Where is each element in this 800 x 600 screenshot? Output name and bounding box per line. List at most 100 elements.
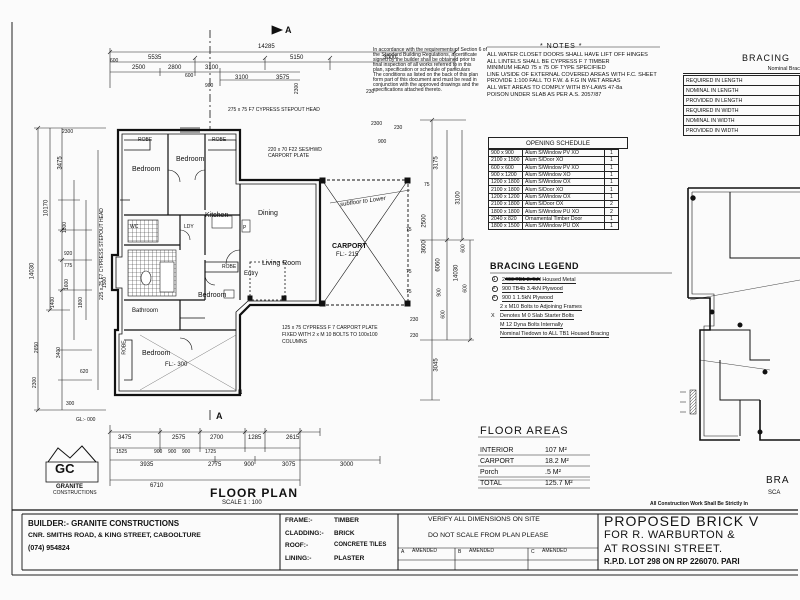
- carport-floor-level: FL:- 215: [336, 252, 359, 258]
- roof-label: ROOF:-: [285, 542, 309, 549]
- roof-value: CONCRETE TILES: [334, 542, 387, 548]
- opening-cell: 1: [604, 192, 619, 202]
- dim-top-4: 2500: [132, 65, 146, 71]
- dim-top-9: 600: [110, 58, 119, 64]
- bracing-table-heading: BRACING: [742, 53, 791, 63]
- opening-cell: 1: [604, 163, 619, 172]
- opening-cell: 900 x 900: [488, 148, 523, 158]
- dim-bottom-p: 6710: [150, 483, 164, 489]
- right-dimension-lines: [420, 117, 474, 401]
- dim-bottom-k: 3935: [140, 462, 154, 468]
- bracing-plan: [680, 187, 800, 441]
- amend-c-text: AMENDED: [542, 548, 568, 554]
- dim-right-m: 230: [410, 317, 419, 323]
- room-pantry: P: [243, 225, 247, 231]
- opening-cell: 2: [604, 200, 619, 209]
- opening-cell: 1: [604, 156, 619, 165]
- dim-left-g: 1400: [50, 296, 57, 309]
- dim-left-sub: 10170: [43, 199, 50, 217]
- bracing-legend-symbols: [490, 272, 672, 301]
- dim-left-e: 775: [64, 263, 73, 269]
- note-line: ALL WET AREAS TO COMPLY WITH BY-LAWS 47-…: [487, 84, 623, 91]
- legend-item: 900 1 1.5kN Plywood: [502, 295, 553, 302]
- amend-b: B: [458, 549, 462, 555]
- bracing-row: PROVIDED IN WIDTH: [683, 125, 800, 136]
- bracing-cell: PROVIDED IN LENGTH: [683, 95, 800, 106]
- dim-right-f: 3600: [421, 240, 428, 254]
- dim-right-d: 14030: [453, 264, 460, 282]
- dim-left-c: 1800: [62, 221, 69, 234]
- room-bedroom-2: Bedroom: [176, 156, 205, 163]
- opening-cell: 600 x 600: [488, 163, 523, 172]
- dim-top-1: 5535: [148, 55, 162, 61]
- dim-right-a: 3175: [433, 156, 440, 170]
- dim-right-b: 3100: [455, 191, 462, 205]
- dim-top-8: 3575: [276, 75, 290, 81]
- opening-cell: 1200 x 1800: [488, 178, 523, 187]
- north-label: N: [238, 390, 243, 396]
- bracing-cell: PROVIDED IN WIDTH: [683, 125, 800, 136]
- section-marker-bottom: A: [216, 411, 223, 421]
- dim-right-e: 6060: [435, 258, 442, 272]
- opening-cell: 2100 x 1800: [488, 200, 523, 209]
- dim-top-14: 900: [378, 139, 387, 145]
- dim-bottom-c: 2700: [210, 435, 224, 441]
- dim-top-overall: 14285: [258, 44, 275, 50]
- note-line: POISON UNDER SLAB AS PER A.S. 2057/87: [487, 91, 602, 98]
- floor-area-label: TOTAL: [480, 480, 502, 487]
- project-title: PROPOSED BRICK V: [604, 513, 760, 529]
- dim-bottom-j: 1725: [205, 449, 217, 455]
- dim-right-g: 3045: [433, 358, 440, 372]
- note-line: ALL WATER CLOSET DOORS SHALL HAVE LIFT O…: [487, 52, 648, 58]
- dim-top-11: 2300: [294, 82, 301, 95]
- legend-code: 1: [493, 276, 496, 281]
- ensuite-tiles: [127, 219, 159, 243]
- dim-top-13: 900: [205, 83, 214, 89]
- opening-cell: Alum S/Door XO: [522, 156, 605, 165]
- council-fine-print: In accordance with the requirements of S…: [373, 47, 487, 93]
- do-not-scale-note: DO NOT SCALE FROM PLAN PLEASE: [428, 532, 549, 539]
- floor-area-label: Porch: [480, 469, 499, 476]
- opening-cell: Alum S/Window OX: [522, 178, 605, 187]
- dim-top-10: 600: [185, 73, 194, 79]
- bracing-row: NOMINAL IN LENGTH: [683, 85, 800, 96]
- dim-left-j: 2650: [34, 341, 41, 354]
- opening-cell: Ornamental Timber Door: [522, 214, 605, 223]
- opening-cell: 1: [604, 214, 619, 223]
- bedroom-diagonals: [139, 334, 237, 391]
- dim-right-k: 75: [406, 289, 412, 295]
- dim-top-6: 3100: [205, 65, 219, 71]
- opening-cell: 1: [604, 170, 619, 180]
- bottom-dimension-lines: [107, 425, 381, 486]
- legend-item: Nominal Tiedown to ALL TB1 Housed Bracin…: [500, 331, 610, 338]
- builder-phone: (074) 954824: [28, 545, 70, 552]
- dim-right-p: 900: [436, 288, 443, 297]
- cladding-value: BRICK: [334, 530, 355, 537]
- legend-code: X: [491, 313, 495, 319]
- carport-structure: [319, 177, 411, 307]
- dim-bottom-m: 900: [244, 462, 255, 468]
- opening-cell: 1: [604, 221, 619, 231]
- floor-areas-heading: FLOOR AREAS: [480, 425, 569, 437]
- verify-note: VERIFY ALL DIMENSIONS ON SITE: [428, 516, 540, 523]
- logo-letters: GC: [55, 461, 75, 476]
- dim-right-r: 230: [410, 333, 419, 339]
- dim-left-b: 2300: [62, 129, 74, 135]
- dim-bottom-h: 900: [168, 449, 177, 455]
- note-line: LINE U/SIDE OF EXTERNAL COVERED AREAS WI…: [487, 71, 657, 78]
- project-client: FOR R. WARBURTON &: [604, 529, 736, 541]
- bracing-plan-scale: SCA: [768, 490, 781, 496]
- opening-cell: Alum S/Door XO: [522, 185, 605, 194]
- robe-label-2: ROBE: [212, 137, 227, 143]
- dim-left-n: 620: [80, 369, 89, 375]
- dim-left-overall: 14030: [29, 262, 36, 280]
- dim-right-q: 600: [440, 310, 447, 319]
- room-living: Living Room: [262, 260, 301, 267]
